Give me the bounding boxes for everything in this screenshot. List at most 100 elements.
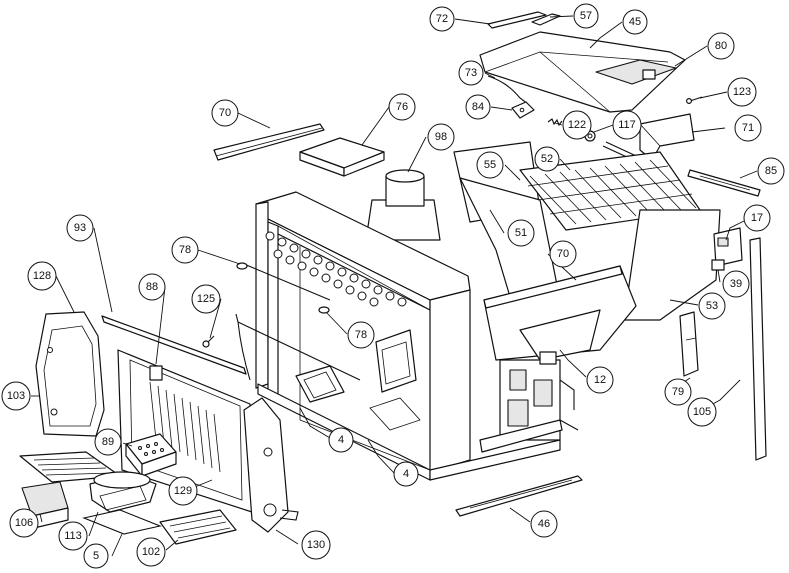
callout-129-label: 129: [174, 485, 192, 497]
callout-51-label: 51: [515, 227, 527, 239]
part-113-ash-pan: [89, 471, 157, 513]
callout-123: 123: [727, 77, 757, 107]
callout-85-label: 85: [765, 165, 777, 177]
part-130-door-side: [243, 397, 289, 533]
callout-70-upper-label: 70: [219, 107, 231, 119]
callout-72: 72: [429, 6, 455, 32]
callout-52-label: 52: [541, 153, 553, 165]
callout-84-label: 84: [472, 101, 484, 113]
callout-98: 98: [427, 123, 455, 151]
callout-53-label: 53: [706, 300, 718, 312]
callout-78-left-label: 78: [179, 244, 191, 256]
air-holes-row: [265, 231, 407, 307]
callout-46: 46: [530, 510, 558, 538]
callout-78-center: 78: [347, 321, 375, 349]
part-45-top-cover: [479, 31, 686, 113]
part-73-latch: [487, 75, 529, 105]
part-102-grate: [159, 509, 237, 545]
callout-128: 128: [27, 261, 57, 291]
part-72: [487, 11, 547, 29]
callout-76: 76: [388, 93, 416, 121]
callout-78-center-label: 78: [355, 329, 367, 341]
callout-76-label: 76: [396, 101, 408, 113]
callout-71: 71: [734, 114, 762, 142]
part-105-rail: [749, 237, 767, 461]
callout-73-label: 73: [465, 67, 477, 79]
callout-4-right-label: 4: [403, 468, 409, 480]
callout-17: 17: [743, 204, 771, 232]
part-80-bracket: [595, 59, 677, 85]
part-103-grate: [19, 451, 121, 483]
callout-57: 57: [573, 3, 599, 29]
callout-73: 73: [458, 60, 484, 86]
callout-70-middle: 70: [549, 240, 577, 268]
callout-53: 53: [698, 292, 726, 320]
callout-125: 125: [191, 284, 221, 314]
callout-12-label: 12: [594, 374, 606, 386]
callout-103: 103: [1, 381, 31, 411]
callout-117-label: 117: [618, 119, 636, 131]
callout-79: 79: [664, 378, 692, 406]
callout-78-left: 78: [171, 236, 199, 264]
callout-103-label: 103: [7, 390, 25, 402]
callout-130-label: 130: [307, 539, 325, 551]
callout-55-label: 55: [484, 159, 496, 171]
part-128-side-shield: [35, 311, 105, 437]
callout-88-label: 88: [146, 281, 158, 293]
callout-102: 102: [136, 537, 166, 567]
callout-51: 51: [507, 219, 535, 247]
callout-12: 12: [586, 366, 614, 394]
callout-113-label: 113: [64, 530, 82, 542]
callout-84: 84: [465, 94, 491, 120]
callout-98-label: 98: [435, 131, 447, 143]
callout-93-label: 93: [74, 222, 86, 234]
callout-45: 45: [622, 9, 648, 35]
callout-93: 93: [66, 214, 94, 242]
part-93-flange: [101, 315, 247, 375]
callout-72-label: 72: [436, 13, 448, 25]
callout-125-label: 125: [197, 293, 215, 305]
callout-80: 80: [707, 32, 735, 60]
callout-39-label: 39: [730, 278, 742, 290]
callout-117: 117: [612, 110, 642, 140]
callout-4-left-label: 4: [338, 434, 344, 446]
callout-46-label: 46: [538, 518, 550, 530]
callout-123-label: 123: [733, 86, 751, 98]
part-39-switch: [711, 259, 725, 271]
callout-85: 85: [757, 157, 785, 185]
callout-5-label: 5: [93, 550, 99, 562]
part-5-frame: [82, 509, 162, 535]
callout-106: 106: [9, 508, 39, 538]
callout-89: 89: [94, 428, 122, 456]
callout-4-right: 4: [393, 461, 419, 487]
callout-105-label: 105: [693, 406, 711, 418]
part-89-air-box: [125, 433, 177, 477]
callout-70-upper: 70: [211, 99, 239, 127]
part-98-flue-collar: [365, 169, 441, 241]
callout-122-label: 122: [568, 119, 586, 131]
part-79-plate: [679, 311, 699, 377]
callout-88: 88: [138, 273, 166, 301]
callout-102-label: 102: [142, 546, 160, 558]
callout-71-label: 71: [742, 122, 754, 134]
callout-80-label: 80: [715, 40, 727, 52]
callout-105: 105: [687, 397, 717, 427]
callout-130: 130: [301, 530, 331, 560]
callout-55: 55: [476, 151, 504, 179]
callout-17-label: 17: [751, 212, 763, 224]
hopper-assembly: [453, 141, 721, 453]
callout-113: 113: [58, 521, 88, 551]
callout-129: 129: [168, 476, 198, 506]
callouts: 72 57 45 80 73 123 84 122 117 71 70 76 9…: [1, 3, 785, 569]
callout-106-label: 106: [15, 517, 33, 529]
callout-128-label: 128: [33, 270, 51, 282]
callout-52: 52: [534, 146, 560, 172]
callout-122: 122: [562, 110, 592, 140]
callout-70-middle-label: 70: [557, 248, 569, 260]
part-46-bottom-rail: [455, 475, 583, 517]
callout-79-label: 79: [672, 386, 684, 398]
callout-4-left: 4: [328, 427, 354, 453]
callout-57-label: 57: [580, 10, 592, 22]
